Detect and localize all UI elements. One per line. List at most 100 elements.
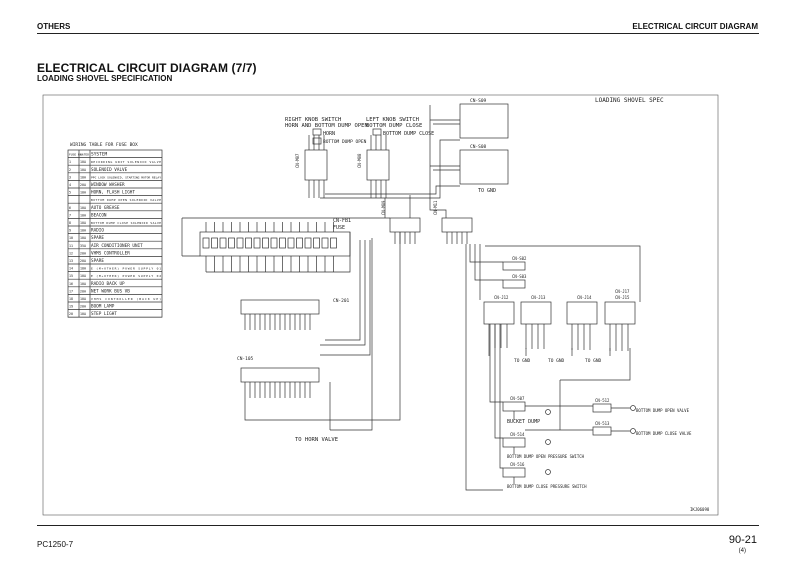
wire: [206, 232, 351, 273]
fuse-table-cell: 10A: [80, 168, 86, 172]
connector-cn-m11: [441, 217, 473, 233]
footer-revision: (4): [738, 548, 746, 554]
fuse-pin: [253, 237, 261, 249]
fuse-table-cell: 8: [69, 221, 71, 225]
wire: [244, 232, 401, 421]
header-section-label: OTHERS: [37, 22, 71, 31]
wire: [489, 324, 503, 403]
fuse-table-cell: 10A: [80, 297, 86, 301]
fuse-table-cell: RADIO BACK UP: [91, 281, 125, 287]
bottom-close-label: BOTTOM DUMP CLOSE: [383, 131, 434, 137]
fuse-pin: [219, 237, 227, 249]
connector-cn-s08-label: CN-S08: [470, 144, 487, 150]
footer-rule: [37, 525, 759, 526]
to-gnd-top-label: TO GND: [478, 188, 496, 194]
fuse-pin: [321, 237, 329, 249]
connector-cn-513-label: CN-513: [595, 421, 610, 426]
fuse-table-cell: 20A: [80, 289, 86, 293]
connector-cn-m09: [389, 217, 421, 233]
close-pressure-switch-icon: [545, 469, 551, 475]
connector-cn-512: [592, 403, 612, 413]
left-knob-switch-label-1: LEFT KNOB SWITCH: [366, 117, 419, 123]
fuse-pin: [270, 237, 278, 249]
connector-cn-m11-label: CN-M11: [433, 200, 438, 215]
fuse-table-cell: E (M+OTHER) POWER SUPPLY 02: [91, 274, 161, 278]
connector-cn-j13-label: CN-J13: [531, 295, 546, 300]
fuse-table-cell: PPC LOCK SOLENOID, STARTING MOTOR RELAY: [91, 175, 161, 179]
connector-cn-s03: [502, 279, 526, 289]
connector-cn-s09: [459, 103, 509, 139]
wire: [560, 348, 631, 381]
connector-cn-516: [502, 467, 526, 478]
fuse-table-cell: HORN, FLASH LIGHT: [91, 190, 135, 196]
fuse-table-cell: 14: [69, 267, 73, 271]
connector-cn-514: [502, 437, 526, 448]
connector-cn-fb1-label: CN-FB1: [333, 218, 351, 224]
fuse-pin: [296, 237, 303, 249]
connector-cn-j14: [566, 301, 598, 325]
open-pressure-switch-icon: [545, 439, 551, 445]
fuse-table-cell: 3: [69, 175, 71, 179]
to-gnd-label-2: TO GND: [548, 358, 565, 364]
connector-cn-s02: [502, 261, 526, 271]
bottom-open-label: BOTTOM DUMP OPEN: [323, 139, 367, 145]
connector-cn-513: [592, 426, 612, 436]
wire: [320, 240, 371, 356]
close-valve-icon: [630, 428, 636, 434]
connector-cn-fb1-sublabel: FUSE: [333, 225, 345, 231]
fuse-table-cell: 13: [69, 259, 73, 263]
fuse-table-cell: 10A: [80, 282, 86, 286]
fuse-table-cell: 12: [69, 251, 73, 255]
wire: [485, 245, 641, 302]
connector-cn-s03-label: CN-S03: [512, 274, 527, 279]
connector-cn-516-label: CN-516: [510, 462, 525, 467]
fuse-table-cell: BOTTOM DUMP OPEN SOLENOID VALVE: [91, 198, 161, 202]
fuse-table-cell: RADIO: [91, 228, 104, 234]
fuse-table-cell: SPARE: [91, 258, 104, 264]
fuse-pin: [211, 237, 218, 249]
fuse-pin: [304, 237, 312, 249]
connector-cn-j12-label: CN-J12: [494, 295, 509, 300]
fuse-table-cell: 7: [69, 213, 71, 217]
open-pressure-switch-label: BOTTOM DUMP OPEN PRESSURE SWITCH: [507, 454, 585, 459]
fuse-table-cell: 10A: [80, 160, 86, 164]
close-pressure-switch-label: BOTTOM DUMP CLOSE PRESSURE SWITCH: [507, 484, 587, 489]
bucket-dump-valve-icon: [545, 409, 551, 415]
horn-label: HORN: [323, 131, 335, 137]
connector-cn-105: [240, 367, 320, 383]
horn-switch-icon: [312, 128, 322, 136]
fuse-table-cell: 20A: [80, 305, 86, 309]
connector-cn-j15-label: CN-J15: [615, 295, 630, 300]
connector-cn-j17-label: CN-J17: [615, 289, 630, 294]
left-knob-switch-label-2: BOTTOM DUMP CLOSE: [366, 123, 422, 129]
wire: [474, 244, 503, 281]
fuse-table-header: RATED: [80, 153, 89, 157]
fuse-table-cell: 10A: [80, 206, 86, 210]
fuse-table-cell: 5: [69, 191, 71, 195]
fuse-table-cell: 15: [69, 274, 73, 278]
fuse-table-cell: 17: [69, 289, 73, 293]
fuse-table-cell: 11: [69, 244, 73, 248]
fuse-table-cell: 18: [69, 297, 73, 301]
wire: [494, 324, 503, 439]
fuse-table-cell: SOLENOID VALVE: [91, 167, 128, 173]
fuse-table-cell: NET WORK BUS VB: [91, 288, 130, 294]
connector-cn-201: [240, 299, 320, 315]
fuse-table-header: SYSTEM: [91, 152, 108, 158]
fuse-pin: [330, 237, 337, 249]
bottom-open-switch-icon: [312, 137, 322, 145]
connector-cn-j14-label: CN-J14: [577, 295, 592, 300]
connector-cn-201-label: CN-201: [333, 298, 350, 304]
fuse-table-cell: BOTTOM DUMP CLOSE SOLENOID VALVE: [91, 221, 161, 225]
fuse-table-cell: VHMS CONTROLLER (BACK UP): [91, 297, 161, 301]
wire: [320, 139, 460, 199]
connector-cn-s02-label: CN-S02: [512, 256, 527, 261]
fuse-table-cell: 1: [69, 160, 71, 164]
connector-cn-m08: [366, 149, 390, 181]
fuse-table-cell: E (M+OTHER) POWER SUPPLY 01: [91, 267, 161, 271]
page-subtitle: LOADING SHOVEL SPECIFICATION: [37, 74, 173, 83]
fuse-table-cell: 10A: [80, 221, 86, 225]
connector-cn-105-label: CN-105: [237, 356, 254, 362]
fuse-table-cell: STEP LIGHT: [91, 311, 117, 317]
fuse-table-cell: 10A: [80, 236, 86, 240]
